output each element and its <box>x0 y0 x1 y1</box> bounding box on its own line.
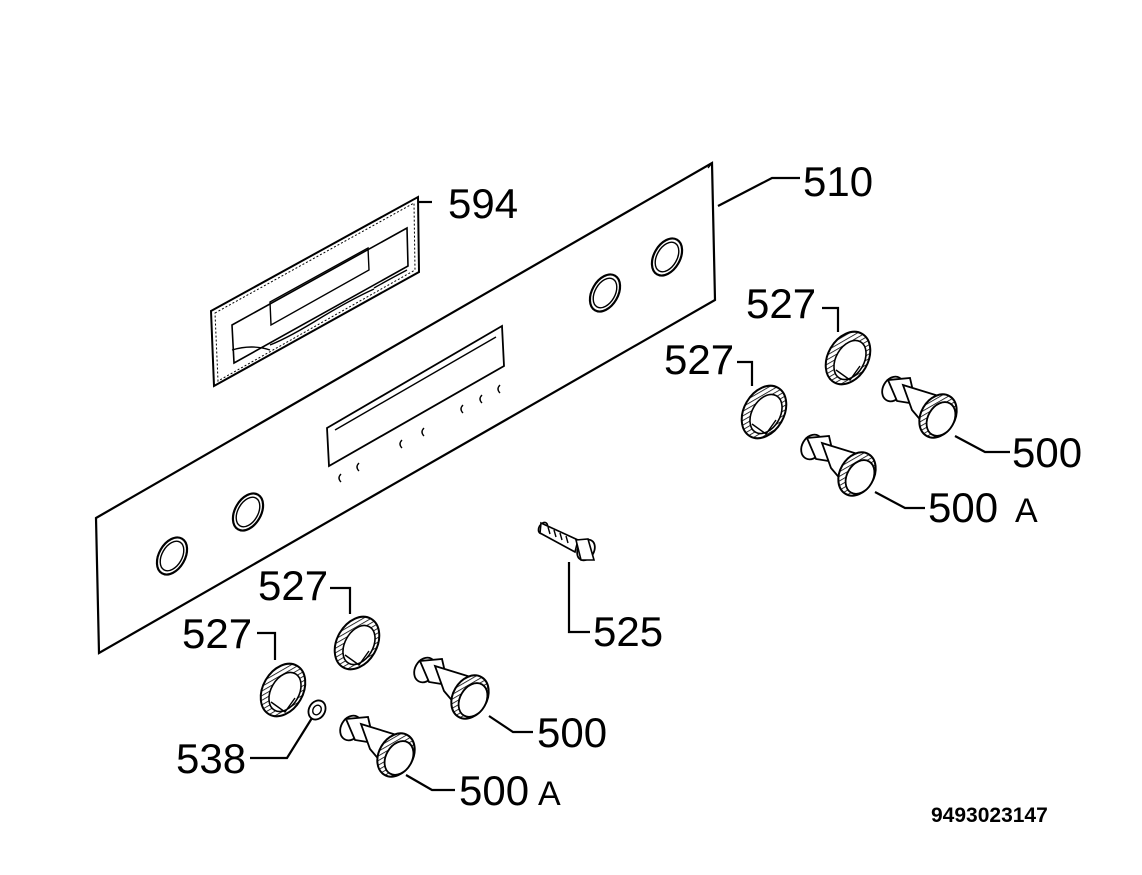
label-594: 594 <box>448 180 518 227</box>
control-panel-510 <box>94 161 717 655</box>
ring-527-top-right <box>824 330 872 386</box>
knob-500-lower <box>413 656 490 720</box>
screw-525 <box>537 521 596 562</box>
part-labels: 510 594 527 527 527 527 500 500 A 500 50… <box>176 158 1082 814</box>
label-500-lower: 500 <box>537 709 607 756</box>
leader-lines <box>250 176 1010 792</box>
overlay-plate-594 <box>209 195 421 388</box>
label-500A-right-number: 500 <box>928 484 998 531</box>
ring-527-lower-mid <box>333 615 381 671</box>
label-510: 510 <box>803 158 873 205</box>
label-525: 525 <box>593 608 663 655</box>
label-527-lower-mid: 527 <box>258 562 328 609</box>
label-500A-lower-suffix: A <box>538 775 561 813</box>
ring-527-lower-left <box>259 662 307 718</box>
label-500A-right-suffix: A <box>1015 492 1038 530</box>
knob-500-top-right <box>881 375 958 439</box>
knob-500A-lower <box>339 714 416 778</box>
document-number: 9493023147 <box>931 804 1048 827</box>
spacer-538 <box>307 699 327 721</box>
knob-500A-mid-right <box>800 433 877 497</box>
label-500A-lower-number: 500 <box>459 767 529 814</box>
label-527-mid-right: 527 <box>664 336 734 383</box>
label-500-right: 500 <box>1012 429 1082 476</box>
label-538: 538 <box>176 735 246 782</box>
ring-527-mid-right <box>740 384 788 440</box>
label-527-lower-left: 527 <box>182 610 252 657</box>
label-527-top-right: 527 <box>746 280 816 327</box>
